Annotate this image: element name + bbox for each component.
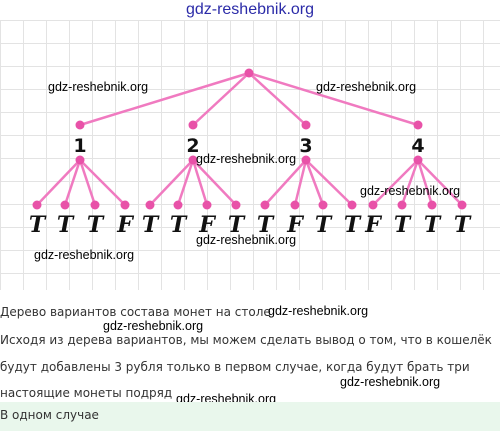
leaf-label: T <box>315 212 333 238</box>
branch-node <box>188 155 198 165</box>
caption-line-3: будут добавлены 3 рубля только в первом … <box>0 360 470 374</box>
leaf-label: T <box>257 212 275 238</box>
edge-branch-leaf <box>293 159 308 206</box>
watermark: gdz-reshebnik.org <box>268 304 369 318</box>
leaf-label: F <box>198 212 216 238</box>
leaf-label: T <box>29 212 47 238</box>
caption-line-2: Исходя из дерева вариантов, мы можем сде… <box>0 333 492 347</box>
edge-branch-leaf <box>176 159 195 206</box>
leaf-label: T <box>87 212 105 238</box>
edge-branch-leaf <box>304 159 325 206</box>
edge-branch-leaf <box>78 159 97 206</box>
leaf-node <box>397 200 407 210</box>
leaf-node <box>60 200 70 210</box>
leaf-label: T <box>344 212 362 238</box>
edge-root-branch <box>248 72 307 126</box>
leaf-node <box>202 200 212 210</box>
watermark-top: gdz-reshebnik.org <box>185 1 315 18</box>
edge-branch-leaf <box>400 159 420 206</box>
edge-branch-leaf <box>416 159 434 206</box>
caption-line-1: Дерево вариантов состава монет на столе <box>0 305 271 319</box>
level1-node <box>75 120 85 130</box>
branch-label-4: 4 <box>411 135 424 157</box>
branch-node <box>301 155 311 165</box>
leaf-label: T <box>394 212 412 238</box>
leaf-label: F <box>364 212 382 238</box>
leaf-node <box>290 200 300 210</box>
leaf-label: T <box>424 212 442 238</box>
watermark: gdz-reshebnik.org <box>340 375 441 389</box>
leaf-node <box>32 200 42 210</box>
leaf-node <box>318 200 328 210</box>
edge-branch-leaf <box>36 159 81 206</box>
edge-branch-leaf <box>191 159 209 206</box>
watermark: gdz-reshebnik.org <box>316 80 417 94</box>
branch-label-2: 2 <box>186 135 199 157</box>
leaf-node <box>173 200 183 210</box>
edge-branch-leaf <box>149 159 194 206</box>
branch-label-1: 1 <box>73 135 86 157</box>
watermark: gdz-reshebnik.org <box>34 248 135 262</box>
grid-background <box>0 20 500 290</box>
leaf-node <box>231 200 241 210</box>
edge-branch-leaf <box>79 159 126 206</box>
leaf-node <box>427 200 437 210</box>
edge-branch-leaf <box>305 159 353 206</box>
edge-root-branch <box>192 72 250 126</box>
leaf-label: F <box>116 212 134 238</box>
leaf-node <box>90 200 100 210</box>
leaf-label: T <box>142 212 160 238</box>
leaf-node <box>120 200 130 210</box>
level1-node <box>301 120 311 130</box>
watermark: gdz-reshebnik.org <box>103 319 204 333</box>
edge-branch-leaf <box>192 159 237 206</box>
leaf-label: T <box>170 212 188 238</box>
watermark: gdz-reshebnik.org <box>360 184 461 198</box>
edge-branch-leaf <box>63 159 82 206</box>
level1-node <box>188 120 198 130</box>
leaf-node <box>145 200 155 210</box>
leaf-label: T <box>228 212 246 238</box>
answer-text: В одном случае <box>0 408 99 422</box>
leaf-label: T <box>454 212 472 238</box>
leaf-node <box>347 200 357 210</box>
leaf-node <box>457 200 467 210</box>
root-node <box>244 68 254 78</box>
edge-root-branch <box>248 71 419 127</box>
branch-node <box>75 155 85 165</box>
edge-branch-leaf <box>372 159 419 206</box>
caption-line-4: настоящие монеты подряд <box>0 386 173 400</box>
branch-label-3: 3 <box>299 135 312 157</box>
edge-branch-leaf <box>417 159 463 206</box>
leaf-label: T <box>57 212 75 238</box>
level1-node <box>413 120 423 130</box>
branch-node <box>413 155 423 165</box>
watermark: gdz-reshebnik.org <box>48 80 149 94</box>
edge-root-branch <box>79 71 250 127</box>
watermark: gdz-reshebnik.org <box>196 152 297 166</box>
watermark: gdz-reshebnik.org <box>196 233 297 247</box>
edge-branch-leaf <box>264 159 307 206</box>
leaf-label: F <box>286 212 304 238</box>
leaf-node <box>368 200 378 210</box>
leaf-node <box>260 200 270 210</box>
answer-box: В одном случае <box>0 402 500 431</box>
